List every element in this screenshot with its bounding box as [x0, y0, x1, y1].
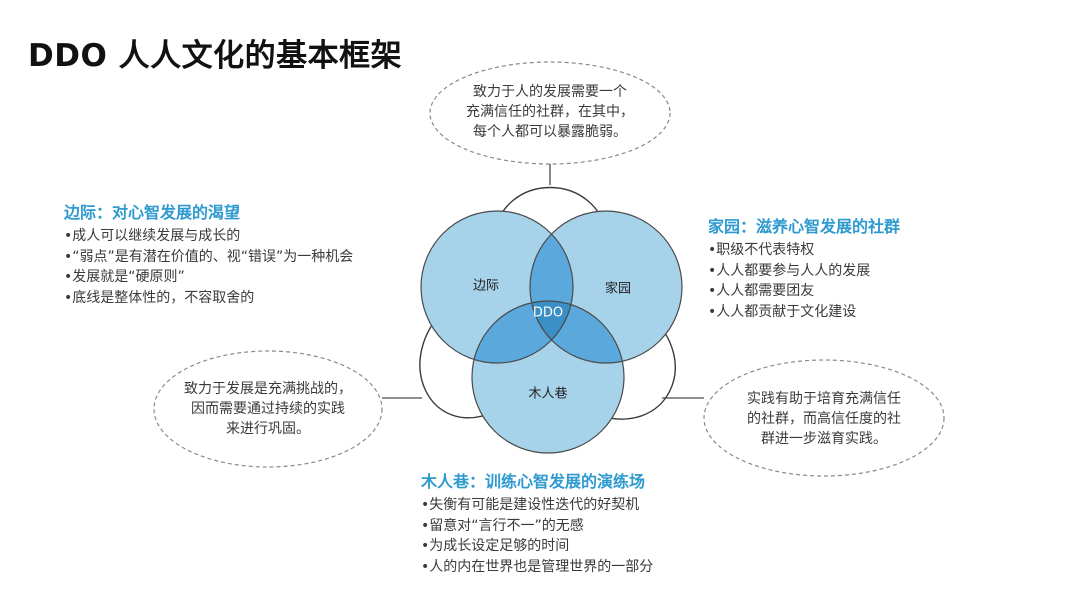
list-item: 留意对“言行不一”的无感: [421, 516, 653, 537]
right-bubble-text: 实践有助于培育充满信任 的社群，而高信任度的社 群进一步滋育实践。: [747, 391, 901, 447]
page-title: DDO 人人文化的基本框架: [28, 38, 403, 74]
right-block-heading: 家园：滋养心智发展的社群: [708, 217, 901, 236]
list-item: 人的内在世界也是管理世界的一部分: [421, 557, 653, 578]
list-item: 职级不代表特权: [708, 240, 900, 261]
top-bubble: [429, 61, 671, 165]
right-bubble: [703, 359, 945, 477]
list-item: “弱点”是有潜在价值的、视“错误”为一种机会: [64, 247, 353, 268]
label-center: DDO: [532, 305, 564, 321]
bottom-block-heading: 木人巷：训练心智发展的演练场: [421, 472, 646, 491]
list-item: 人人都要参与人人的发展: [708, 261, 900, 282]
list-item: 人人都贡献于文化建设: [708, 302, 900, 323]
left-block-heading: 边际：对心智发展的渴望: [64, 203, 241, 222]
label-right-circle: 家园: [604, 281, 632, 297]
label-left-circle: 边际: [472, 278, 500, 294]
list-item: 失衡有可能是建设性迭代的好契机: [421, 495, 653, 516]
label-bottom-circle: 木人巷: [528, 386, 568, 402]
list-item: 底线是整体性的，不容取舍的: [64, 288, 353, 309]
left-bubble: [153, 350, 383, 468]
list-item: 发展就是“硬原则”: [64, 267, 353, 288]
list-item: 成人可以继续发展与成长的: [64, 226, 353, 247]
list-item: 人人都需要团友: [708, 281, 900, 302]
top-bubble-text: 致力于人的发展需要一个 充满信任的社群，在其中， 每个人都可以暴露脆弱。: [466, 84, 634, 140]
bottom-block: 木人巷：训练心智发展的演练场 失衡有可能是建设性迭代的好契机 留意对“言行不一”…: [421, 470, 653, 577]
right-block: 家园：滋养心智发展的社群 职级不代表特权 人人都要参与人人的发展 人人都需要团友…: [708, 215, 900, 322]
left-block: 边际：对心智发展的渴望 成人可以继续发展与成长的 “弱点”是有潜在价值的、视“错…: [64, 201, 353, 308]
list-item: 为成长设定足够的时间: [421, 536, 653, 557]
left-bubble-text: 致力于发展是充满挑战的， 因而需要通过持续的实践 来进行巩固。: [184, 381, 352, 437]
arrow-left: [419, 304, 496, 420]
